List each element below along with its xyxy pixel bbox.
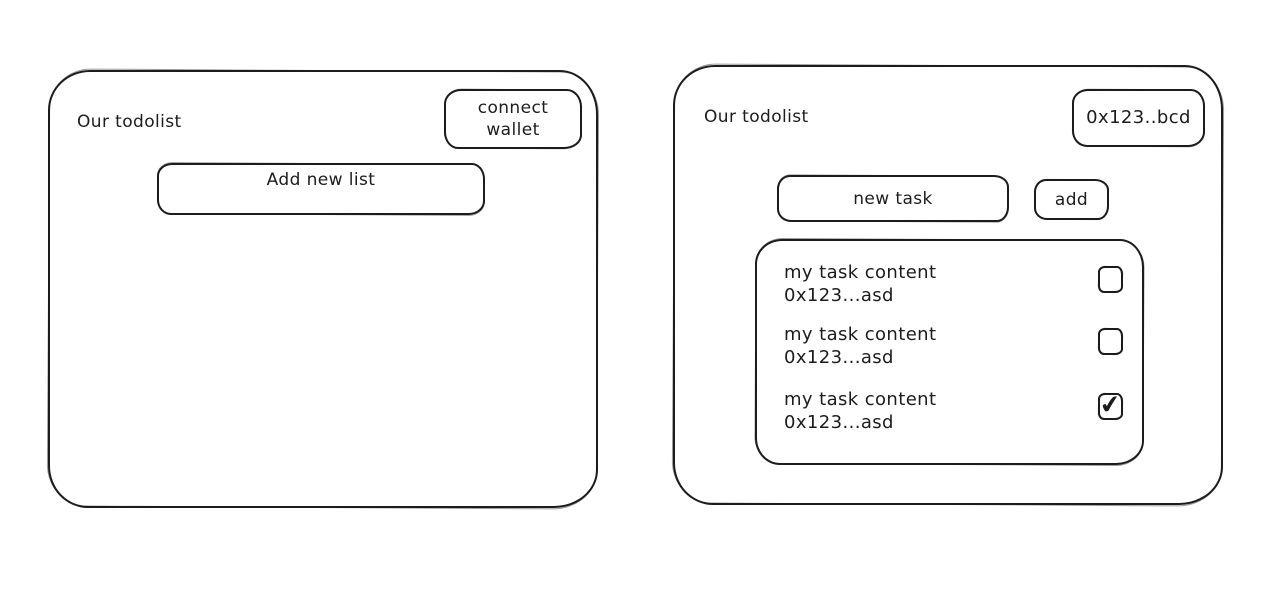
add-task-button[interactable]: add (1034, 179, 1109, 220)
connect-wallet-label-line1: connect (477, 98, 549, 118)
add-new-list-button[interactable]: Add new list (157, 163, 485, 215)
add-new-list-label: Add new list (266, 170, 376, 190)
connect-wallet-button[interactable]: connect wallet (444, 89, 582, 149)
wallet-address-button[interactable]: 0x123..bcd (1072, 89, 1205, 147)
check-icon: ✔ (1097, 388, 1123, 421)
task-address: 0x123...asd (784, 346, 894, 368)
task-row: my task content 0x123...asd (784, 324, 1123, 369)
task-content: my task content (784, 324, 937, 345)
new-task-placeholder: new task (853, 188, 933, 209)
task-content: my task content (784, 262, 937, 283)
connect-wallet-label-line2: wallet (486, 120, 540, 140)
task-content: my task content (784, 389, 937, 410)
task-list: my task content 0x123...asd my task cont… (755, 239, 1144, 465)
task-checkbox[interactable] (1098, 328, 1123, 355)
page-title: Our todolist (77, 112, 182, 132)
task-row: my task content 0x123...asd (784, 262, 1123, 307)
task-checkbox[interactable]: ✔ (1097, 388, 1123, 421)
new-task-input[interactable]: new task (777, 175, 1009, 222)
page-title: Our todolist (704, 107, 809, 127)
task-address: 0x123...asd (784, 411, 894, 433)
todolist-panel-disconnected: Our todolist connect wallet Add new list (48, 70, 598, 508)
task-address: 0x123...asd (784, 284, 894, 306)
wallet-address-label: 0x123..bcd (1086, 107, 1191, 128)
add-task-label: add (1054, 189, 1089, 210)
task-checkbox[interactable] (1098, 266, 1123, 293)
todolist-panel-connected: Our todolist 0x123..bcd new task add my … (673, 65, 1223, 505)
task-row: my task content 0x123...asd ✔ (784, 389, 1123, 434)
